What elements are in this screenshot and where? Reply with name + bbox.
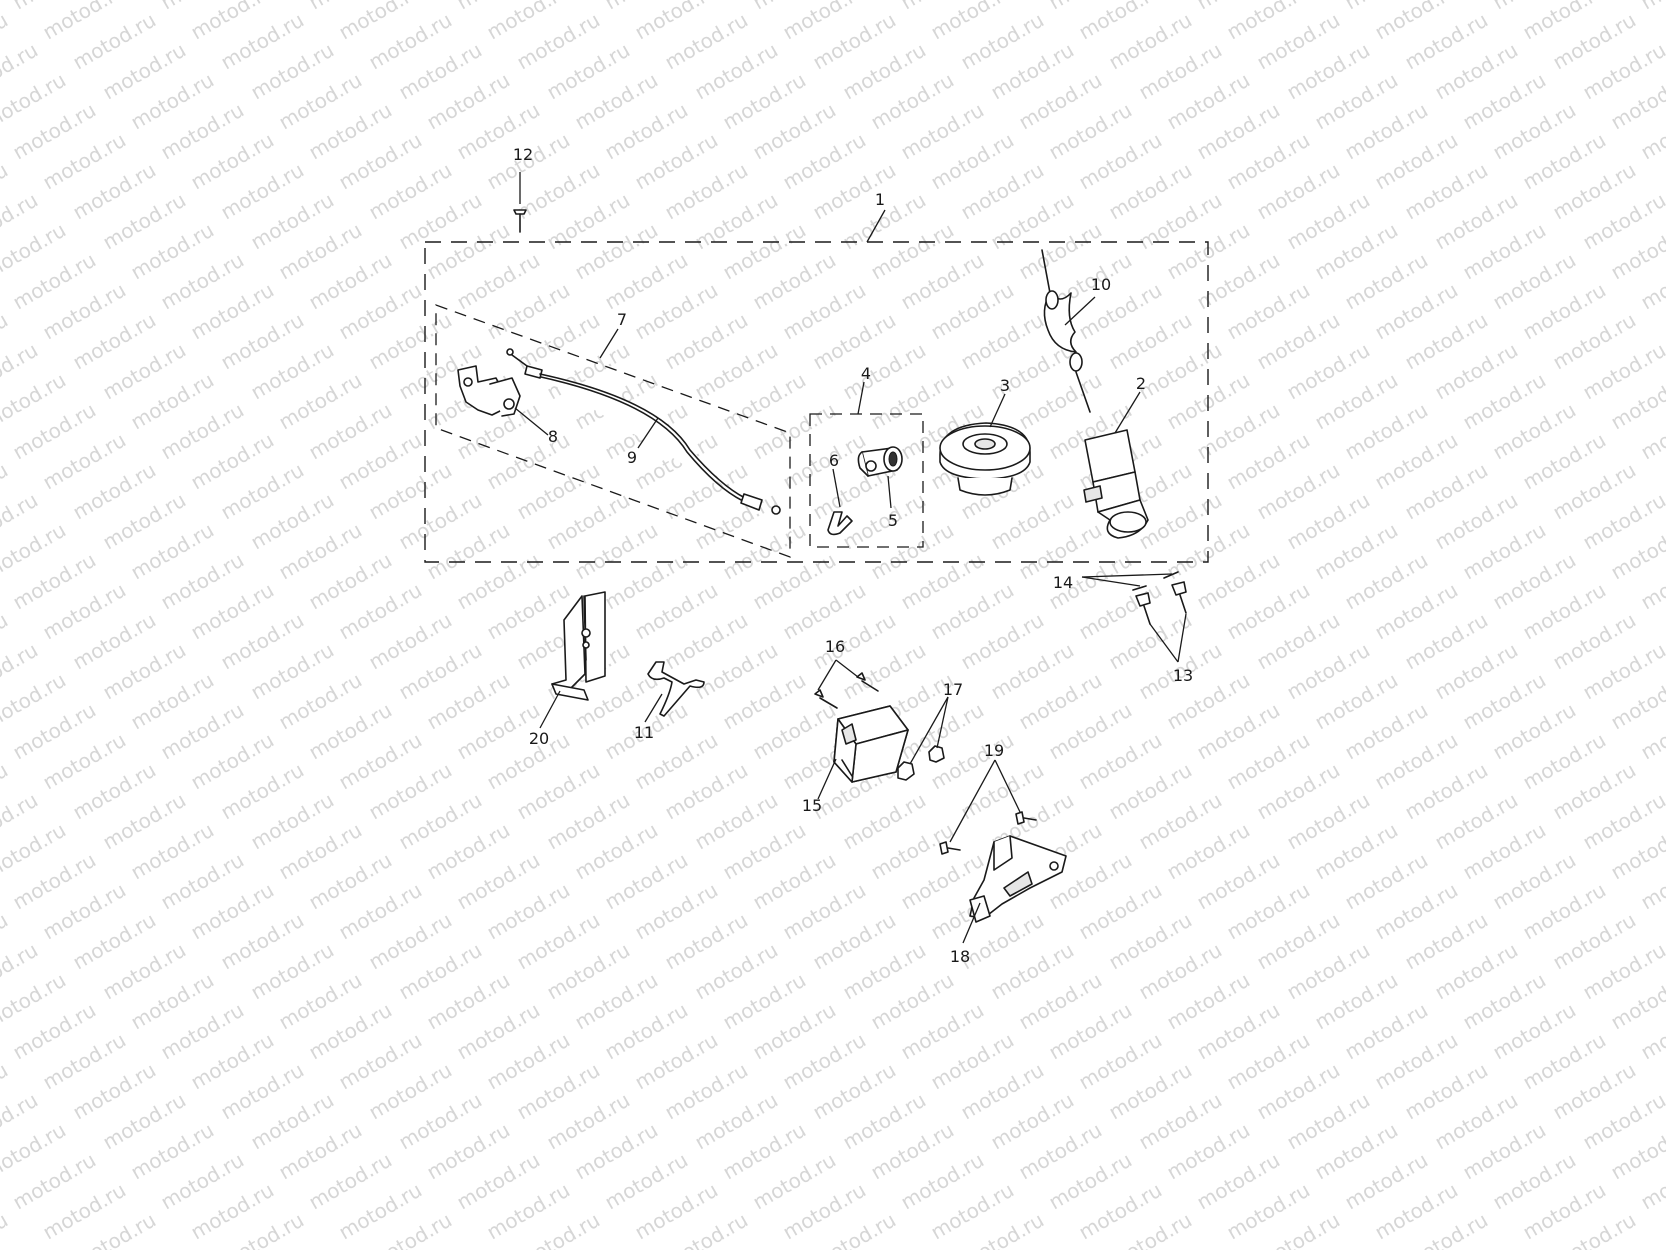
callout-19: 19 xyxy=(984,741,1004,760)
bracket-part-20 xyxy=(539,591,606,729)
callout-17: 17 xyxy=(943,680,963,699)
release-cable-part-9 xyxy=(506,348,781,515)
barrel-group-boundary xyxy=(809,413,924,548)
callout-18: 18 xyxy=(950,947,970,966)
callout-16: 16 xyxy=(825,637,845,656)
harness-part-10 xyxy=(1041,249,1096,413)
callout-5: 5 xyxy=(888,511,898,530)
watermark-text: motod.ru xyxy=(0,1208,12,1250)
bracket-part-11 xyxy=(644,661,705,723)
leader-part-7 xyxy=(599,328,619,359)
filler-cap-part-3 xyxy=(939,393,1031,496)
screw-part-12 xyxy=(513,172,527,233)
cable-group-boundary xyxy=(435,304,791,558)
clips-part-17 xyxy=(897,696,949,781)
callout-4: 4 xyxy=(861,364,871,383)
callout-7: 7 xyxy=(617,310,627,329)
latch-part-8 xyxy=(457,365,549,436)
callout-10: 10 xyxy=(1091,275,1111,294)
callout-14: 14 xyxy=(1053,573,1073,592)
control-module-part-15 xyxy=(817,705,909,800)
kit-boundary xyxy=(424,241,1209,563)
callout-13: 13 xyxy=(1173,666,1193,685)
callout-9: 9 xyxy=(627,448,637,467)
watermark-text: motod.ru xyxy=(1637,0,1666,14)
shear-bolts-part-13 xyxy=(1135,581,1187,663)
clip-part-6 xyxy=(827,468,853,536)
ignition-switch-part-2 xyxy=(1083,391,1149,539)
callout-1: 1 xyxy=(875,190,885,209)
leader-part-4 xyxy=(857,381,865,415)
callout-15: 15 xyxy=(802,796,822,815)
callout-12: 12 xyxy=(513,145,533,164)
callout-3: 3 xyxy=(1000,376,1010,395)
lock-barrel-part-5 xyxy=(857,446,903,509)
washers-part-14 xyxy=(1081,571,1179,591)
screws-part-16 xyxy=(814,659,879,709)
callout-20: 20 xyxy=(529,729,549,748)
callout-8: 8 xyxy=(548,427,558,446)
mounting-bracket-part-18 xyxy=(962,835,1067,944)
screws-part-19 xyxy=(939,759,1037,855)
callout-6: 6 xyxy=(829,451,839,470)
callout-2: 2 xyxy=(1136,374,1146,393)
callout-11: 11 xyxy=(634,723,654,742)
leader-part-1 xyxy=(866,209,886,243)
